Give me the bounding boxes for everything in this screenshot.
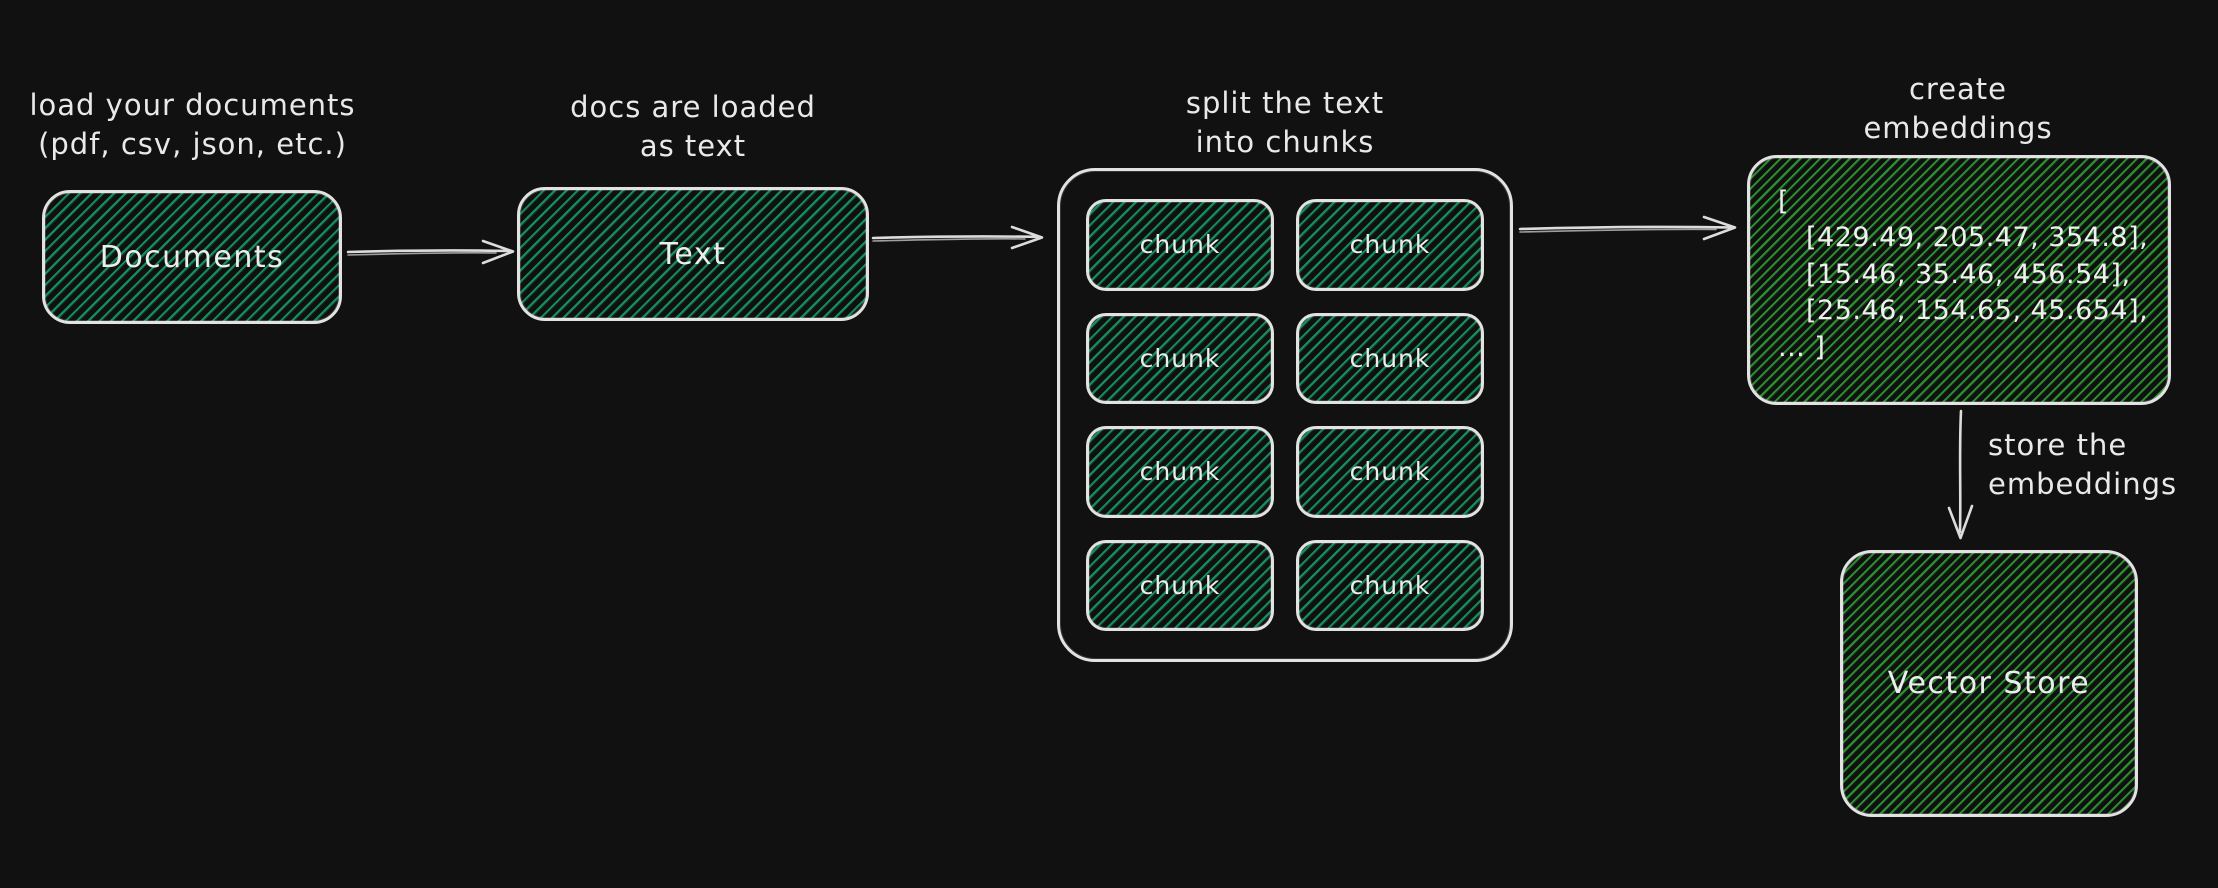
text-caption: docs are loaded as text <box>570 90 816 164</box>
vector-store-node-label: Vector Store <box>1887 666 2091 701</box>
arrow-text-to-chunks-icon <box>871 225 1044 250</box>
chunk-box: chunk <box>1086 539 1274 631</box>
chunk-box: chunk <box>1086 199 1274 291</box>
arrow-embeddings-to-vector-store-icon <box>1947 409 1974 540</box>
embedding-matrix-line: [429.49, 205.47, 354.8], <box>1806 222 2149 254</box>
chunk-box: chunk <box>1296 199 1484 291</box>
chunk-box: chunk <box>1086 312 1274 404</box>
embedding-matrix-line: [15.46, 35.46, 456.54], <box>1806 258 2131 290</box>
chunk-box: chunk <box>1296 312 1484 404</box>
embedding-matrix-line: ... ] <box>1778 331 1826 363</box>
chunks-container: chunk chunk chunk chunk chunk chunk chun… <box>1057 168 1513 662</box>
embedding-matrix-line: [25.46, 154.65, 45.654], <box>1806 295 2149 327</box>
chunk-label: chunk <box>1139 343 1221 373</box>
chunk-label: chunk <box>1349 457 1431 487</box>
chunks-caption: split the text into chunks <box>1185 86 1385 160</box>
vector-store-caption: store the embeddings <box>1988 428 2178 502</box>
text-node: Text <box>517 187 869 321</box>
embeddings-node: [ [429.49, 205.47, 354.8], [15.46, 35.46… <box>1747 155 2171 405</box>
chunk-label: chunk <box>1139 230 1221 260</box>
vector-store-node: Vector Store <box>1840 550 2138 817</box>
documents-caption: load your documents (pdf, csv, json, etc… <box>29 88 356 162</box>
chunk-box: chunk <box>1086 426 1274 518</box>
chunk-box: chunk <box>1296 539 1484 631</box>
chunk-label: chunk <box>1139 570 1221 600</box>
chunk-label: chunk <box>1349 570 1431 600</box>
chunk-label: chunk <box>1349 343 1431 373</box>
documents-node-label: Documents <box>99 239 285 275</box>
embedding-matrix-line: [ <box>1778 186 1790 217</box>
documents-node: Documents <box>42 190 342 324</box>
chunk-label: chunk <box>1349 230 1431 260</box>
chunk-label: chunk <box>1139 457 1221 487</box>
embeddings-caption: create embeddings <box>1863 72 2053 146</box>
text-node-label: Text <box>659 236 727 272</box>
arrow-documents-to-text-icon <box>346 239 515 265</box>
arrow-chunks-to-embeddings-icon <box>1518 215 1737 241</box>
chunk-box: chunk <box>1296 426 1484 518</box>
